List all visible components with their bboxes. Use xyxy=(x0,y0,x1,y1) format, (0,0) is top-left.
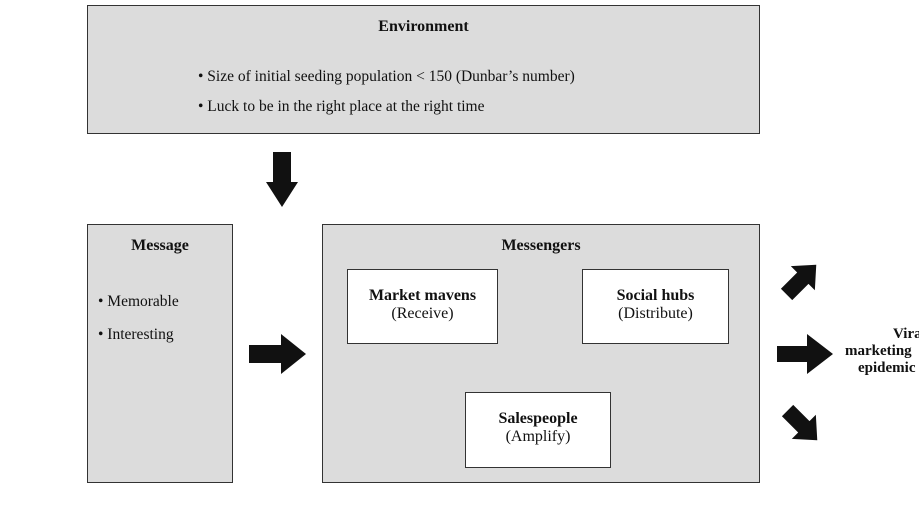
social-hubs-role: (Distribute) xyxy=(618,305,693,322)
market-mavens-role: (Receive) xyxy=(391,305,454,322)
salespeople-label: Salespeople xyxy=(498,410,578,427)
messengers-title: Messengers xyxy=(501,237,581,254)
environment-box: Environment • Size of initial seeding po… xyxy=(87,5,760,134)
environment-bullet-1: • Size of initial seeding population < 1… xyxy=(198,68,575,85)
right-arrow-message-icon xyxy=(249,334,306,374)
down-arrow-icon xyxy=(266,152,298,207)
social-hubs-label: Social hubs xyxy=(616,287,695,304)
outcome-line-2: marketing xyxy=(845,343,912,359)
social-hubs-node: Social hubs (Distribute) xyxy=(582,269,729,344)
message-box: Message • Memorable • Interesting xyxy=(87,224,233,483)
environment-title: Environment xyxy=(378,18,469,35)
environment-bullet-2: • Luck to be in the right place at the r… xyxy=(198,98,485,115)
outcome-label: Viral marketing epidemic xyxy=(842,326,919,377)
outcome-line-1: Viral xyxy=(893,326,919,342)
salespeople-role: (Amplify) xyxy=(505,428,571,445)
down-right-arrow-icon xyxy=(781,404,818,441)
message-bullet-2: • Interesting xyxy=(98,326,174,343)
message-bullet-1: • Memorable xyxy=(98,293,179,310)
right-arrow-outcome-icon xyxy=(777,334,833,374)
outcome-line-3: epidemic xyxy=(858,360,916,376)
up-right-arrow-icon xyxy=(780,264,817,301)
market-mavens-node: Market mavens (Receive) xyxy=(347,269,498,344)
salespeople-node: Salespeople (Amplify) xyxy=(465,392,611,468)
message-title: Message xyxy=(131,237,189,254)
market-mavens-label: Market mavens xyxy=(368,287,477,304)
